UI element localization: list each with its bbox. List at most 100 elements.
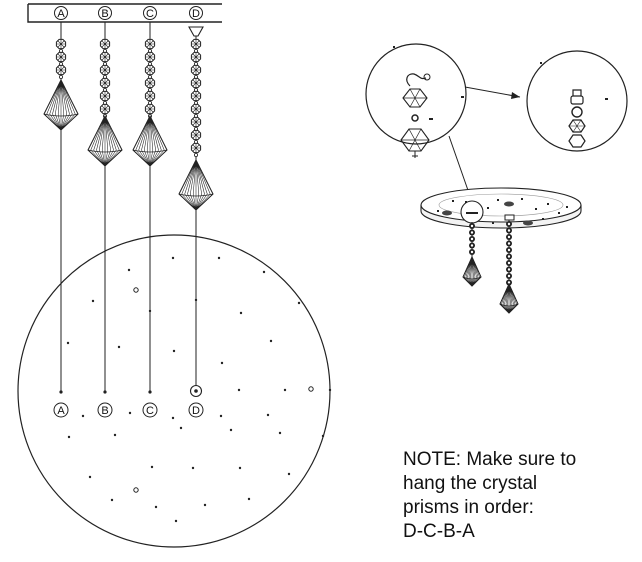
- mount-hole: [154, 505, 158, 509]
- crystal-bead: [190, 38, 202, 54]
- crystal-prism: [132, 114, 168, 167]
- mount-hole: [171, 256, 175, 260]
- note-line: D-C-B-A: [403, 521, 475, 542]
- crystal-prism: [499, 282, 519, 314]
- crystal-bead: [144, 77, 156, 93]
- crystal-bead: [190, 116, 202, 132]
- crystal-bead: [55, 38, 67, 54]
- position-label-a: A: [53, 402, 69, 418]
- canopy-mount-holes: [66, 256, 332, 523]
- crystal-bead: [99, 38, 111, 54]
- detail-view-hook: [365, 43, 467, 158]
- note-line: hang the crystal: [403, 473, 538, 494]
- crystal-bead: [190, 51, 202, 67]
- mount-hole: [113, 433, 117, 437]
- mount-hole: [128, 411, 132, 415]
- crystal-bead: [99, 51, 111, 67]
- svg-text:B: B: [101, 405, 108, 417]
- perspective-canopy: [420, 187, 582, 229]
- mount-hole: [237, 388, 241, 392]
- mount-ring: [308, 386, 314, 392]
- svg-text:A: A: [57, 405, 65, 417]
- crystal-bead: [190, 64, 202, 80]
- top-label-d: D: [189, 6, 203, 20]
- crystal-bead: [190, 90, 202, 106]
- crystal-bead: [144, 38, 156, 54]
- position-label-d: D: [188, 402, 204, 418]
- mount-hole: [91, 299, 95, 303]
- crystal-bead: [190, 77, 202, 93]
- mount-hole: [172, 349, 176, 353]
- note-line: prisms in order:: [403, 497, 534, 518]
- mount-hole: [117, 345, 121, 349]
- detail-view-installed: [526, 50, 628, 152]
- mount-hole: [194, 298, 198, 302]
- crystal-bead: [144, 51, 156, 67]
- crystal-bead: [190, 103, 202, 119]
- mount-hole: [150, 465, 154, 469]
- crystal-bead: [99, 90, 111, 106]
- note-line: NOTE: Make sure to: [403, 449, 577, 470]
- mount-hole: [66, 341, 70, 345]
- crystal-prism: [178, 158, 214, 211]
- svg-text:D: D: [192, 8, 200, 20]
- position-label-b: B: [97, 402, 113, 418]
- mount-hole: [220, 361, 224, 365]
- mini-strand: [462, 222, 482, 287]
- strand-a: [43, 22, 79, 394]
- mount-hole: [81, 414, 85, 418]
- mount-hole: [179, 426, 183, 430]
- mount-hole: [127, 268, 131, 272]
- mount-hole: [278, 431, 282, 435]
- mount-hole: [174, 519, 178, 523]
- mount-hole: [262, 270, 266, 274]
- strand-c: [132, 22, 168, 394]
- crystal-bead: [99, 77, 111, 93]
- mount-hole: [191, 466, 195, 470]
- mount-hole: [247, 497, 251, 501]
- crystal-bead: [190, 129, 202, 144]
- crystal-bead: [190, 142, 202, 157]
- hook-point: [148, 390, 152, 394]
- mount-hole: [328, 388, 332, 392]
- detail-arrow: [464, 86, 521, 99]
- mount-hole: [203, 503, 207, 507]
- strand-d-hook: [188, 26, 204, 37]
- mount-hole: [269, 339, 273, 343]
- mount-hole: [219, 414, 223, 418]
- mount-hole: [217, 256, 221, 260]
- svg-text:A: A: [57, 8, 65, 20]
- mount-hole: [239, 311, 243, 315]
- mount-hole: [110, 498, 114, 502]
- mount-hole: [67, 435, 71, 439]
- leader-line: [448, 135, 471, 197]
- svg-text:C: C: [146, 8, 154, 20]
- mount-hole: [88, 475, 92, 479]
- mount-hole: [283, 388, 287, 392]
- mount-hole: [148, 309, 152, 313]
- perspective-strands: [462, 220, 519, 314]
- mini-strand: [499, 220, 519, 314]
- mount-hole: [321, 434, 325, 438]
- crystal-bead: [144, 90, 156, 106]
- mount-hole: [297, 301, 301, 305]
- mounting-bar: [27, 3, 222, 23]
- mount-ring: [133, 287, 139, 293]
- crystal-bead: [99, 64, 111, 80]
- mount-hole: [238, 466, 242, 470]
- strand-d: [178, 36, 214, 398]
- top-label-a: A: [54, 6, 68, 20]
- hanging-order-note: NOTE: Make sure to hang the crystal pris…: [403, 448, 633, 544]
- svg-text:B: B: [101, 8, 108, 20]
- crystal-prism: [87, 114, 123, 167]
- crystal-strands: [43, 22, 214, 398]
- strand-b: [87, 22, 123, 394]
- crystal-bead: [55, 51, 67, 67]
- crystal-prism: [43, 78, 79, 131]
- mount-hole: [287, 472, 291, 476]
- mount-ring: [133, 487, 139, 493]
- svg-text:C: C: [146, 405, 154, 417]
- crystal-bead: [55, 64, 67, 80]
- position-label-c: C: [142, 402, 158, 418]
